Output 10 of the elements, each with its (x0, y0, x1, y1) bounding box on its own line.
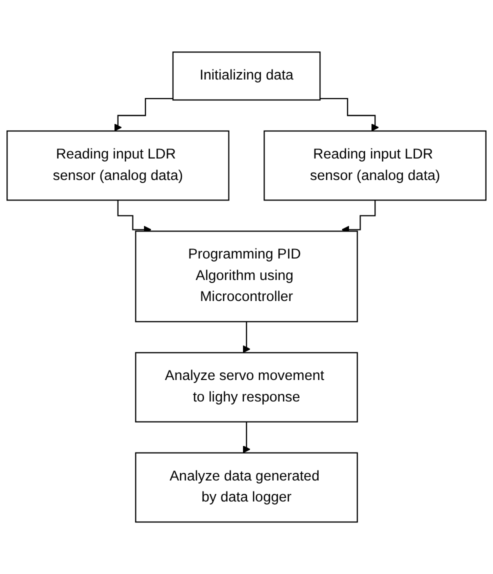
node-box: Initializing data (172, 51, 321, 100)
arrow (320, 98, 379, 132)
node-box: Analyze servo movement to lighy response (135, 352, 358, 422)
arrow (114, 98, 173, 132)
node-box: Analyze data generated by data logger (135, 452, 358, 523)
node-box: Reading input LDR sensor (analog data) (264, 130, 486, 201)
arrow (242, 321, 250, 353)
node-box: Reading input LDR sensor (analog data) (6, 130, 230, 201)
node-box: Programming PID Algorithm using Microcontroller (135, 230, 358, 322)
arrow (242, 421, 250, 454)
